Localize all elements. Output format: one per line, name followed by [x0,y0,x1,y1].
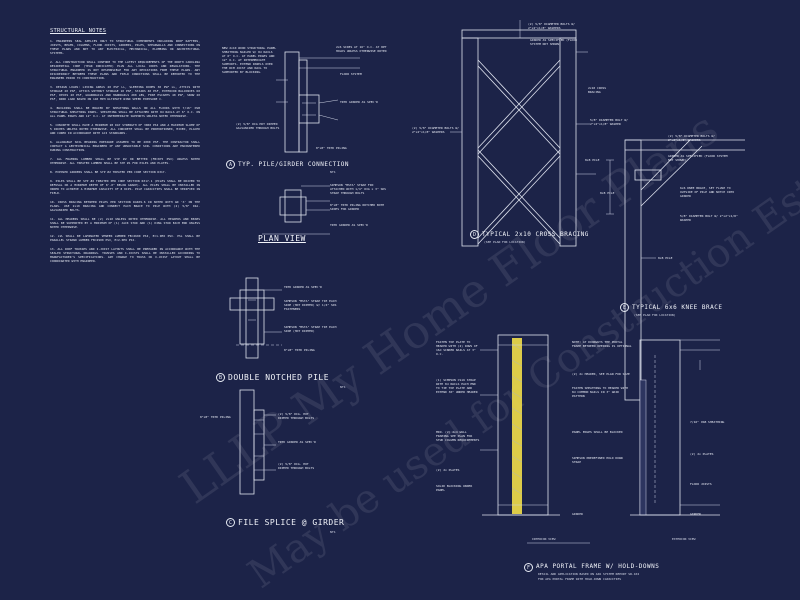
detail-a-callout-6: 8"x8" TRTD PILING [316,146,347,150]
detail-e-callout-4: 5/8" DIAMETER BOLT W/ 2"x2"x1/8" WASHER [680,214,738,222]
structural-note: 9. PILES SHALL BE SYP #2 TREATED PER COD… [50,179,200,195]
structural-note: 2. ALL CONSTRUCTION SHALL CONFORM TO THE… [50,60,200,80]
plan-view-title: PLAN VIEW [258,234,306,243]
detail-d-tag: D [470,230,479,239]
detail-f-callout-10: SIMPSON PREDEFINED HOLD DOWN STRAP [572,456,623,464]
detail-c-title: FILE SPLICE @ GIRDER [238,518,345,527]
structural-note: 4. BUILDING SHALL BE BRACED BY SHEATHING… [50,106,200,118]
detail-c-tag: C [226,518,235,527]
detail-f-callout-9: PANEL EDGES SHALL BE BLOCKED [572,430,623,434]
detail-d-callout-2: GIRDER AS SPECIFIED (FLOOR SYSTEM NOT SH… [530,38,577,46]
detail-c-callout-2: (2) 5/8" DIA. HOT DIPPED THROUGH BOLTS [278,412,315,420]
detail-f-exterior-drawing [630,339,720,516]
detail-f-callout-2: (1) SIMPSON CS16 STRAP WITH 8d NAILS EAC… [436,378,478,394]
detail-e-callout-1: (2) 5/8" DIAMETER BOLTS W/ 2"x2"x1/8" WA… [668,134,715,142]
detail-e-callout-5: 8x8 PILE [600,191,615,195]
detail-b-callout-2: SIMPSON "MSTA" STRAP TIE EACH SIDE (HOT … [284,299,337,311]
structural-note: 12. LVL SHALL BE LAMINATED VENEER LUMBER… [50,234,200,242]
detail-f-exterior-label: EXTERIOR VIEW [672,537,696,541]
detail-b-callout-3: SIMPSON "MSTA" STRAP TIE EACH SIDE (HOT … [284,325,337,333]
structural-note: 10. CROSS BRACING BETWEEN PILES PER SECT… [50,200,200,212]
detail-e-drawing [606,139,745,401]
detail-d-drawing [450,20,596,247]
detail-f-callout-5: SOLID BLOCKING UNDER PANEL [436,484,473,492]
detail-f-title: APA PORTAL FRAME W/ HOLD-DOWNS [536,563,660,570]
detail-f-callout-11: 7/16" OSB SHEATHING [690,420,725,424]
detail-f-callout-4: (2) 2x PLATES [436,468,460,472]
structural-note: 5. CONCRETE SHALL HAVE A MINIMUM 28 DAY … [50,123,200,135]
detail-f-callout-12: (2) 2x PLATES [690,452,714,456]
detail-c-callout-1: 8"x8" TRTD PILING [200,415,231,419]
detail-b-callout-1: TRTD GIRDER AS SPEC'D [284,285,322,289]
detail-b-tag: B [216,373,225,382]
detail-e-callout-3: 6x6 KNEE BRACE, SET FLUSH TO OUTSIDE OF … [680,186,735,198]
detail-f-callout-13: FLOOR JOISTS [690,482,712,486]
detail-a-callout-5: (2) 5/8" DIA HOT DIPPED GALVANIZED THROU… [236,122,280,130]
plan-callout-1: SIMPSON "MSTA" STRAP FIN ATTACHED WITH 1… [330,183,386,195]
detail-c-drawing [239,389,276,495]
detail-e-sub: (SEE PLAN FOR LOCATION) [634,313,676,317]
detail-a-tag: A [226,160,235,169]
detail-f-callout-14: GIRDER [572,512,583,516]
structural-note: 8. EXPOSED GIRDERS SHALL BE SYP #2 TREAT… [50,170,167,174]
plan-view-drawing [262,185,330,235]
detail-a-drawing [276,51,360,153]
detail-a-callout-3: FLOOR SYSTEM [340,72,362,76]
detail-d-callout-3: 2x10 CROSS BRACING [588,86,607,94]
detail-f-sub: DETAIL AND APPLICATION BASED ON APA SYST… [538,572,640,576]
detail-d-title: TYPICAL 2x10 CROSS BRACING [482,231,589,238]
detail-d-callout-5: (2) 5/8" DIAMETER BOLTS W/ 2"x2"x1/8" WA… [412,126,459,134]
detail-d-sub: (SEE PLAN FOR LOCATION) [484,240,526,244]
detail-b-drawing [229,277,282,359]
structural-note: 11. ALL HEADERS SHALL BE (2) 2x10 UNLESS… [50,217,200,229]
detail-f-callout-1: FASTEN TOP PLATE TO HEADER WITH (2) ROWS… [436,340,478,356]
detail-e-callout-2: GIRDER AS SPECIFIED (FLOOR SYSTEM NOT SH… [668,154,728,162]
detail-c-sub: NTS [330,530,336,534]
detail-f-interior-drawing [480,334,560,516]
notes-list: 1. ENGINEERS SEAL APPLIES ONLY TO STRUCT… [50,39,200,263]
detail-c-callout-4: (2) 5/8" DIA. HOT DIPPED THROUGH BOLTS [278,462,315,470]
detail-a-sub: NTS [330,170,336,174]
detail-d-callout-4: 5/8" DIAMETER BOLT W/ 2"x2"x1/8" WASHER [590,118,628,126]
detail-b-callout-4: 8"x8" TRTD PILING [284,348,315,352]
detail-a-callout-2: 2x6 SIDES AT 16" O.C. AT 8PT HOLDS UNLES… [336,45,387,53]
detail-e-title: TYPICAL 6x6 KNEE BRACE [632,304,723,311]
detail-e-tag: E [620,303,629,312]
detail-b-title: DOUBLE NOTCHED PILE [228,373,330,382]
detail-b-sub: NTS [340,385,346,389]
detail-f-callout-3: MIN. (2) 2x4 WALL FRAMING SEE PLAN FOR S… [436,430,480,442]
detail-f-callout-8: FASTEN SHEATHING TO HEADER WITH 8d COMMO… [572,386,628,398]
plan-callout-2: 8"x8" TRTD PILING NOTCHED BOTH SIDES FOR… [330,203,385,211]
detail-c-callout-3: TRTD GIRDER AS SPEC'D [278,440,316,444]
plan-callout-3: TRTD GIRDER AS SPEC'D [330,223,368,227]
detail-f-sub2: FOR APA PORTAL FRAME WITH HOLD-DOWN CAPA… [538,577,622,581]
notes-title: STRUCTURAL NOTES [50,28,107,34]
structural-notes: STRUCTURAL NOTES 1. ENGINEERS SEAL APPLI… [50,28,200,268]
detail-e-callout-6: 8x8 PILE [658,256,673,260]
detail-f-callout-15: GIRDER [690,512,701,516]
structural-note: 1. ENGINEERS SEAL APPLIES ONLY TO STRUCT… [50,39,200,55]
detail-f-interior-label: INTERIOR VIEW [532,537,556,541]
detail-f-tag: F [524,563,533,572]
structural-note: 7. ALL FRAMING LUMBER SHALL BE SYP #2 OR… [50,157,200,165]
detail-a-title: TYP. PILE/GIRDER CONNECTION [238,161,350,168]
detail-f-callout-7: (2) 2x HEADER, SEE PLAN FOR SIZE [572,372,630,376]
structural-note: 3. DESIGN LOADS: LIVING AREAS 40 PSF LL,… [50,85,200,101]
detail-f-callout-6: NOTE: AT DOORWAYS THE PORTAL FRAME BETWE… [572,340,632,348]
structural-note: 13. ALL ROOF TRUSSES AND I-JOIST LAYOUTS… [50,247,200,263]
detail-a-callout-4: TRTD GIRDER AS SPEC'D [340,100,378,104]
detail-d-callout-1: (2) 5/8" DIAMETER BOLTS W/ 2"x2"x1/8" WA… [528,22,575,30]
detail-a-callout-1: NEW 2x10 WOOD STRUCTURAL PANEL SHEATHING… [222,46,277,74]
structural-note: 6. ALLOWABLE SOIL BEARING PRESSURE ASSUM… [50,140,200,152]
detail-d-callout-6: 8x8 PILE [585,158,600,162]
